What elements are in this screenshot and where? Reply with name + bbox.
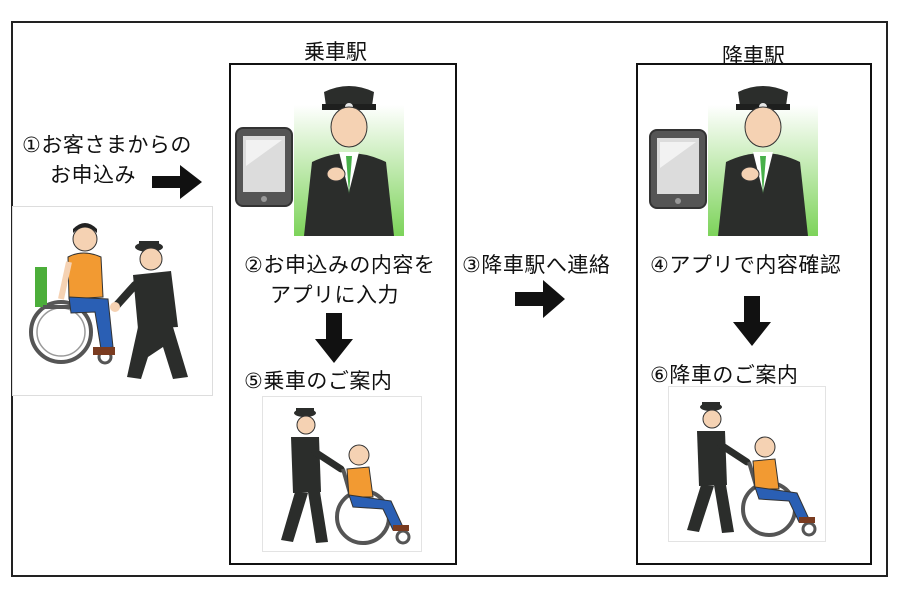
- step2-label-line1: ②お申込みの内容を: [244, 253, 436, 277]
- alighting-station-box: [636, 63, 872, 565]
- boarding-station-box: [229, 63, 457, 565]
- step1-label-line2: お申込み: [50, 163, 136, 187]
- boarding-station-title: 乗車駅: [304, 40, 367, 64]
- arrow-down-icon: [315, 313, 353, 363]
- tablet-icon: [648, 128, 708, 210]
- step3-label: ③降車駅へ連絡: [462, 253, 611, 277]
- step1-label-line1: ①お客さまからの: [22, 133, 192, 157]
- arrow-down-icon: [733, 296, 771, 346]
- staff-figure: [708, 82, 818, 236]
- step6-label: ⑥降車のご案内: [650, 363, 799, 387]
- tablet-icon: [234, 126, 294, 208]
- arrow-right-icon: [152, 165, 202, 199]
- step5-label: ⑤乗車のご案内: [244, 369, 393, 393]
- customer-consultation-picture: [12, 206, 213, 396]
- step2-label-line2: アプリに入力: [270, 283, 399, 307]
- step4-label: ④アプリで内容確認: [650, 253, 842, 277]
- staff-figure: [294, 82, 404, 236]
- boarding-guidance-picture: [262, 396, 422, 552]
- arrow-right-icon: [515, 280, 565, 318]
- alighting-guidance-picture: [668, 386, 826, 542]
